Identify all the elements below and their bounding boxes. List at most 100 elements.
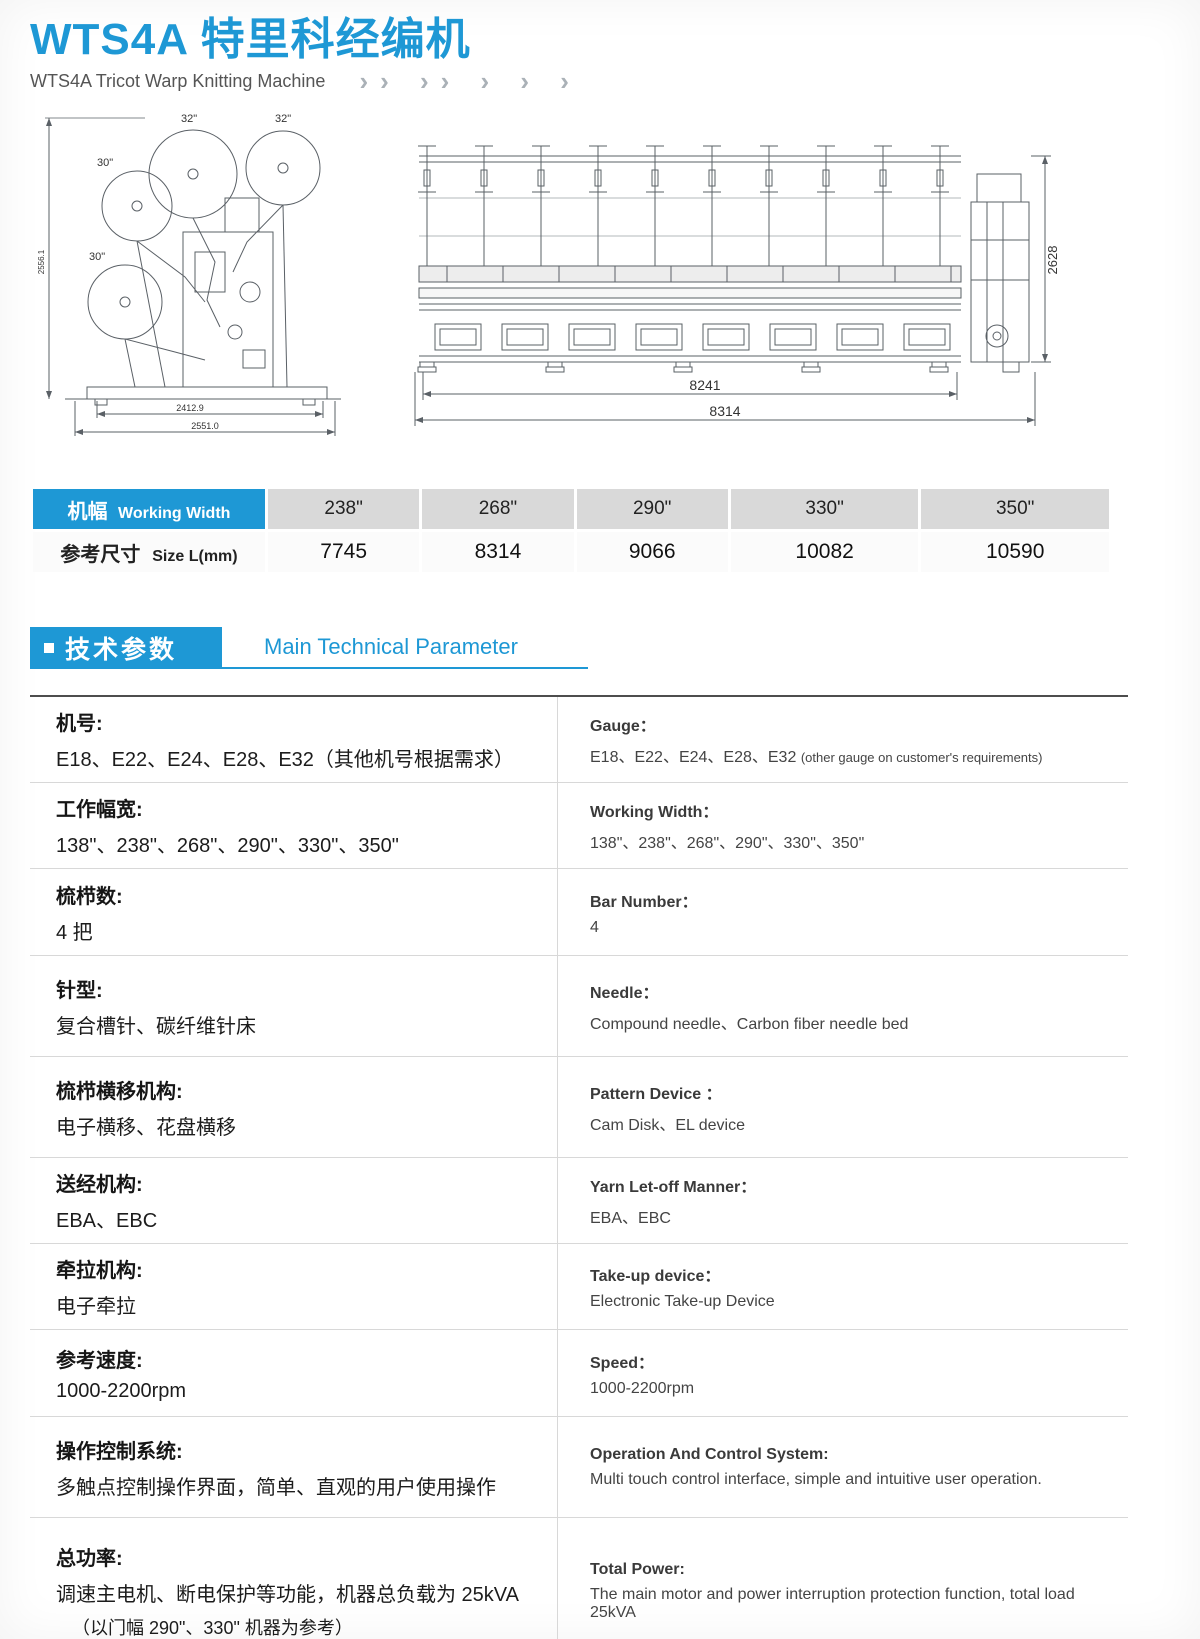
spec-value-en: Electronic Take-up Device [590,1293,775,1311]
spec-cell-cn: 参考速度: 1000-2200rpm [30,1330,557,1416]
beam-diameter-label: 32" [181,113,197,125]
spec-cell-cn: 送经机构: EBA、EBC [30,1158,557,1243]
table-row-size: 参考尺寸 Size L(mm) 7745 8314 9066 10082 105… [33,532,1109,573]
width-value: 290" [576,489,728,530]
square-bullet-icon [44,643,54,654]
dimension-label: 2412.9 [176,403,204,413]
spec-title-en: Operation And Control System: [590,1445,829,1463]
spec-title-en: Working Width： [590,804,719,822]
size-label-en: Size L(mm) [152,547,238,565]
size-value: 10082 [730,532,919,573]
spec-value-en: 138"、238"、268"、290"、330"、350" [590,835,865,853]
spec-value-en: 1000-2200rpm [590,1379,695,1397]
technical-drawings: 32" 32" 30" 30" 2412.9 2551.0 2556.1 [0,102,1200,470]
working-width-header-cell: 机幅 Working Width [33,489,265,530]
spec-title-cn: 操作控制系统: [56,1440,183,1463]
dimension-label: 2551.0 [191,421,219,431]
spec-title-en: Total Power: [590,1560,685,1578]
spec-cell-cn: 针型: 复合槽针、碳纤维针床 [30,956,557,1056]
spec-value-cn: 1000-2200rpm [56,1379,187,1402]
dimension-label: 8241 [689,377,720,393]
working-width-label-en: Working Width [118,504,231,522]
working-width-table: 机幅 Working Width 238" 268" 290" 330" 350… [30,486,1112,575]
spec-row-gauge: 机号: E18、E22、E24、E28、E32（其他机号根据需求） Gauge：… [30,697,1128,783]
spec-value-en-note: (other gauge on customer's requirements) [800,750,1043,766]
spec-title-en: Yarn Let-off Manner： [590,1179,757,1197]
chevron-decoration-icon: ›› ›› › › › [359,66,581,97]
spec-cell-en: Yarn Let-off Manner： EBA、EBC [557,1158,1128,1244]
spec-title-cn: 机号: [56,713,103,736]
spec-cell-en: Pattern Device ： Cam Disk、EL device [557,1057,1128,1158]
spec-value-en: Compound needle、Carbon fiber needle bed [590,1015,909,1033]
spec-cell-en: Speed： 1000-2200rpm [557,1330,1128,1417]
section-title-cn: 技术参数 [65,636,178,665]
width-value: 350" [921,489,1109,530]
spec-cell-cn: 梳栉数: 4 把 [30,869,557,955]
spec-cell-cn: 梳栉横移机构: 电子横移、花盘横移 [30,1057,557,1157]
size-value: 8314 [422,532,574,573]
spec-value-en: Multi touch control interface, simple an… [590,1470,1042,1488]
subtitle-row: WTS4A Tricot Warp Knitting Machine ›› ››… [30,68,1200,94]
spec-title-cn: 总功率: [56,1548,123,1571]
section-title-en: Main Technical Parameter [264,634,518,660]
spec-row-total-power: 总功率: 调速主电机、断电保护等功能，机器总负载为 25kVA （以门幅 290… [30,1517,1128,1639]
spec-cell-en: Gauge： E18、E22、E24、E28、E32 (other gauge … [557,697,1128,783]
page-title: WTS4A 特里科经编机 [30,15,471,64]
working-width-label-cn: 机幅 [67,500,108,523]
size-label-cn: 参考尺寸 [60,543,141,566]
spec-title-cn: 牵拉机构: [56,1260,143,1283]
spec-cell-cn: 工作幅宽: 138"、238"、268"、290"、330"、350" [30,783,557,868]
spec-cell-cn: 机号: E18、E22、E24、E28、E32（其他机号根据需求） [30,697,557,782]
section-title-en-wrap: Main Technical Parameter [222,634,588,670]
spec-title-cn: 送经机构: [56,1174,143,1197]
table-row-working-width: 机幅 Working Width 238" 268" 290" 330" 350… [33,489,1109,530]
spec-cell-cn: 总功率: 调速主电机、断电保护等功能，机器总负载为 25kVA （以门幅 290… [30,1518,557,1639]
width-value: 268" [422,489,574,530]
spec-title-en: Bar Number： [590,893,698,911]
section-title-box: 技术参数 [30,627,222,670]
spec-cell-en: Bar Number： 4 [557,869,1128,956]
dimension-label: 2556.1 [37,250,46,275]
spec-value-en: Cam Disk、EL device [590,1116,746,1134]
spec-value-en: E18、E22、E24、E28、E32 (other gauge on cust… [590,743,1110,767]
spec-cell-en: Needle： Compound needle、Carbon fiber nee… [557,956,1128,1057]
page-subtitle: WTS4A Tricot Warp Knitting Machine [30,70,326,91]
spec-row-pattern-device: 梳栉横移机构: 电子横移、花盘横移 Pattern Device ： Cam D… [30,1056,1128,1158]
spec-row-control-system: 操作控制系统: 多触点控制操作界面，简单、直观的用户使用操作 Operation… [30,1416,1128,1518]
spec-row-speed: 参考速度: 1000-2200rpm Speed： 1000-2200rpm [30,1329,1128,1417]
spec-value-en: EBA、EBC [590,1210,671,1228]
spec-table: 机号: E18、E22、E24、E28、E32（其他机号根据需求） Gauge：… [30,695,1128,1639]
spec-cell-en: Take-up device： Electronic Take-up Devic… [557,1244,1128,1330]
beam-diameter-label: 30" [89,251,105,263]
dimension-label: 8314 [709,403,740,419]
spec-row-working-width: 工作幅宽: 138"、238"、268"、290"、330"、350" Work… [30,782,1128,869]
spec-title-cn: 针型: [56,979,103,1002]
spec-value-cn: 调速主电机、断电保护等功能，机器总负载为 25kVA [56,1584,519,1607]
side-view-drawing: 32" 32" 30" 30" 2412.9 2551.0 2556.1 [37,113,341,437]
spec-value-cn: EBA、EBC [56,1210,158,1233]
section-header: 技术参数 Main Technical Parameter [30,627,1200,670]
spec-value-cn: 多触点控制操作界面，简单、直观的用户使用操作 [56,1476,496,1499]
spec-value-cn: 138"、238"、268"、290"、330"、350" [56,835,399,858]
spec-row-yarn-letoff: 送经机构: EBA、EBC Yarn Let-off Manner： EBA、E… [30,1157,1128,1244]
spec-value-en: The main motor and power interruption pr… [590,1585,1075,1621]
spec-row-take-up: 牵拉机构: 电子牵拉 Take-up device： Electronic Ta… [30,1243,1128,1330]
spec-row-needle: 针型: 复合槽针、碳纤维针床 Needle： Compound needle、C… [30,955,1128,1057]
size-value: 7745 [268,532,420,573]
width-value: 330" [730,489,919,530]
spec-note-cn: （以门幅 290"、330" 机器为参考） [72,1618,353,1639]
page-header: WTS4A 特里科经编机 WTS4A Tricot Warp Knitting … [0,0,1200,94]
spec-value-en-text: E18、E22、E24、E28、E32 [590,749,797,767]
spec-title-en: Needle： [590,984,659,1002]
size-header-cell: 参考尺寸 Size L(mm) [33,532,265,573]
spec-title-en: Gauge： [590,718,656,736]
spec-cell-cn: 牵拉机构: 电子牵拉 [30,1244,557,1329]
spec-cell-en: Working Width： 138"、238"、268"、290"、330"、… [557,783,1128,869]
spec-row-bar-number: 梳栉数: 4 把 Bar Number： 4 [30,868,1128,956]
spec-title-en: Speed： [590,1354,655,1372]
spec-title-en: Pattern Device ： [590,1085,722,1103]
spec-value-cn: 电子横移、花盘横移 [56,1116,236,1139]
spec-value-en: 4 [590,918,599,936]
size-value: 9066 [576,532,728,573]
